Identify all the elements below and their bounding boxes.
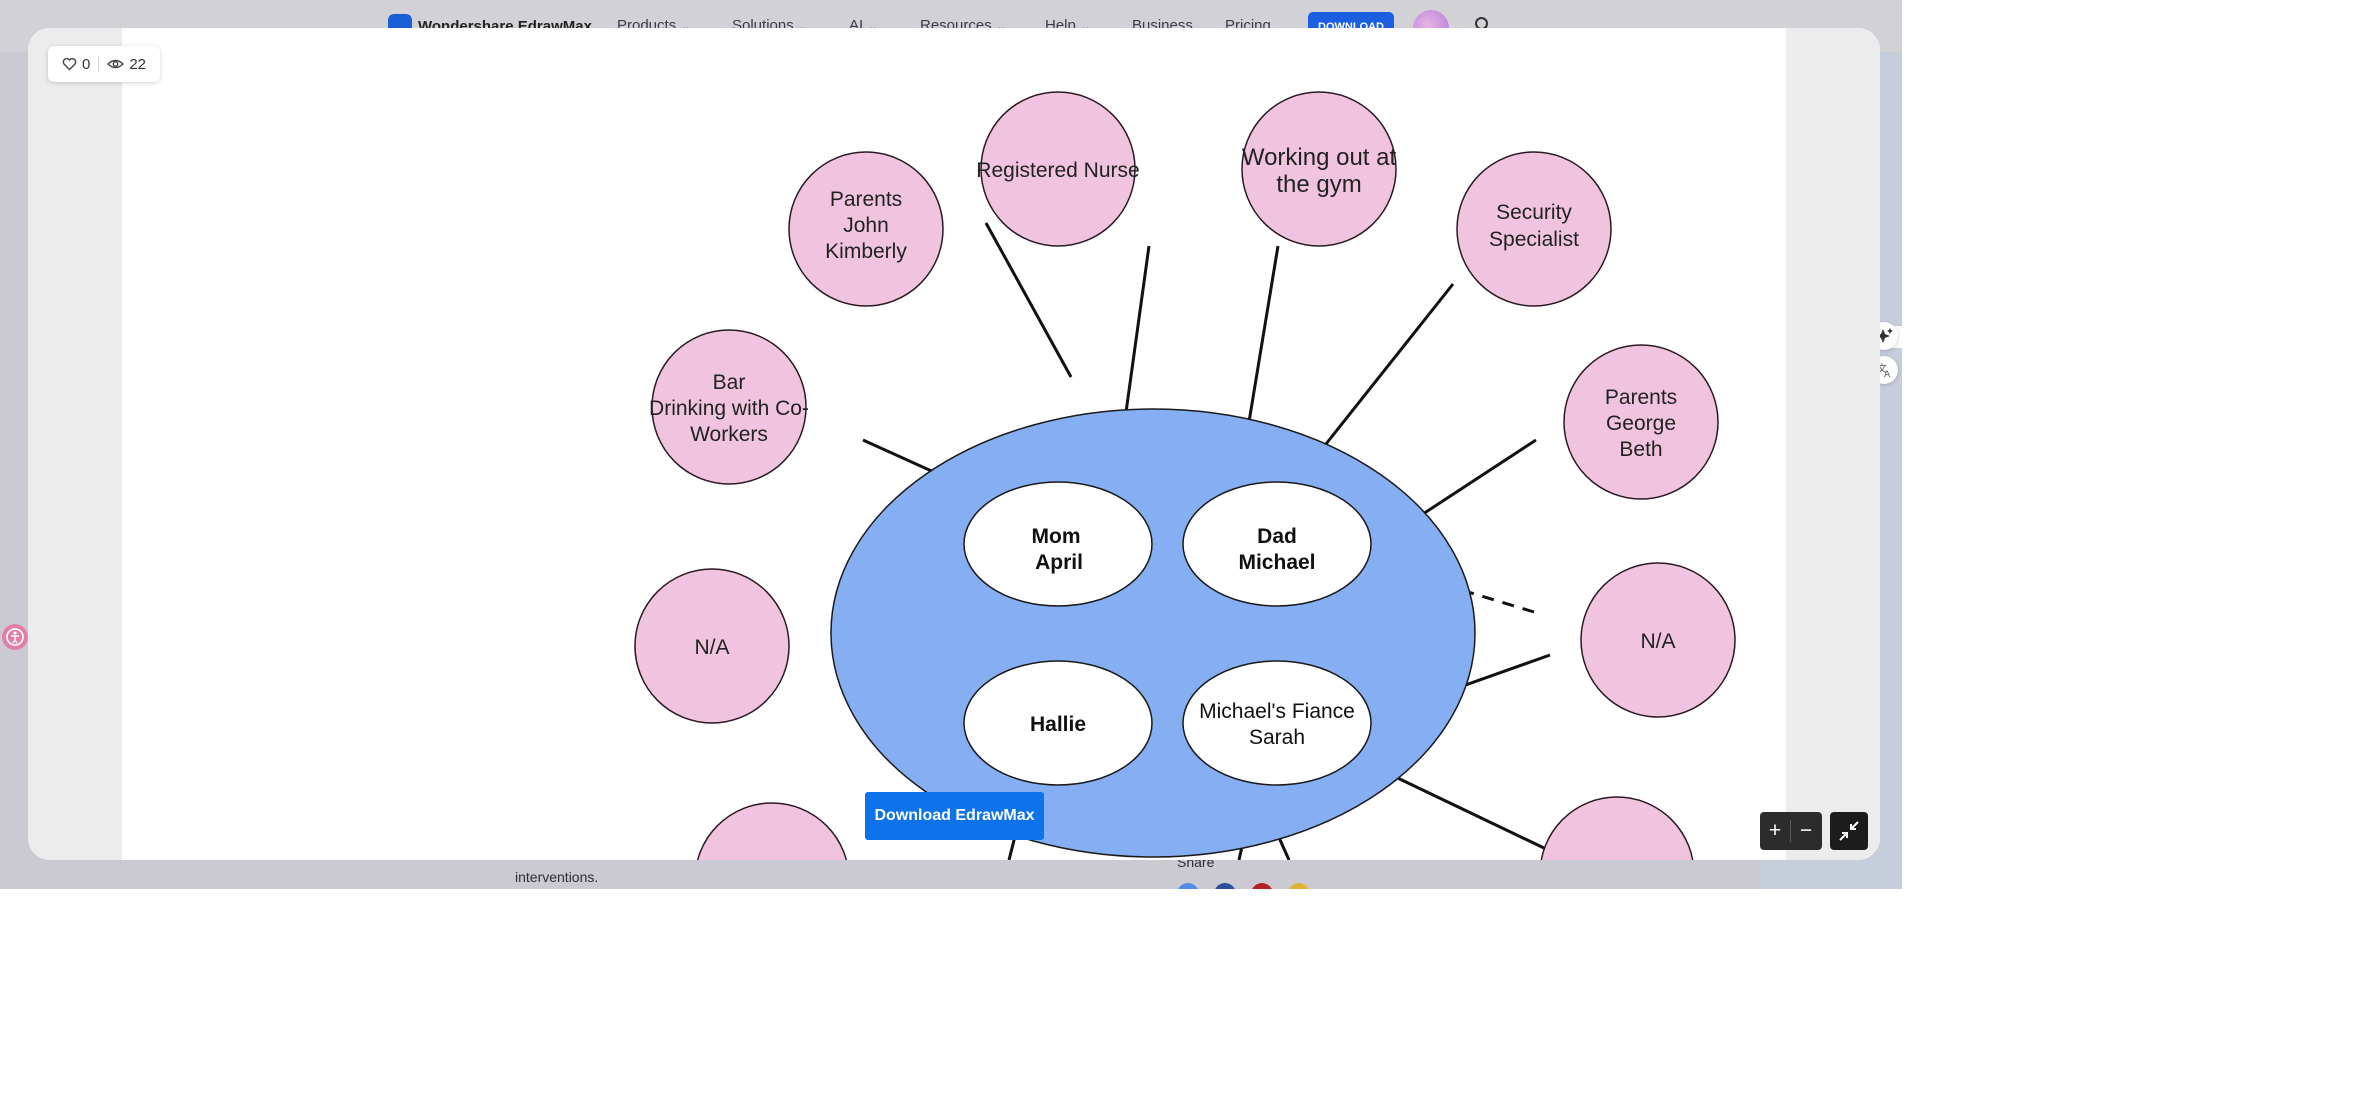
diagram-stats: 0 22: [48, 46, 161, 82]
mom-label: Mom: [1032, 525, 1081, 548]
chevron-down-icon: ⌄: [996, 21, 1006, 33]
bar-label-line3: Workers: [690, 423, 768, 446]
connector-line: [1121, 245, 1151, 435]
bar-label-line1: Bar: [713, 371, 746, 394]
bar-label-line2: Drinking with Co-: [649, 397, 809, 420]
canvas-gutter-right: [1786, 28, 1880, 860]
stats-divider: [98, 56, 100, 72]
na-left-label: N/A: [694, 636, 729, 659]
hallie-label: Hallie: [1030, 713, 1086, 736]
circle-registered-nurse[interactable]: [980, 91, 1136, 247]
facebook-share-icon[interactable]: [1214, 883, 1236, 889]
april-label: April: [1035, 551, 1083, 574]
michael-label: Michael: [1238, 551, 1315, 574]
circle-bar-coworkers[interactable]: [651, 329, 807, 485]
parents-john-label-line3: Kimberly: [825, 240, 907, 263]
zoom-controls: + −: [1760, 812, 1822, 850]
node-michaels-fiance-sarah[interactable]: [1182, 660, 1372, 786]
sarah-label: Sarah: [1249, 726, 1305, 749]
pinterest-share-icon[interactable]: [1251, 883, 1273, 889]
svg-text:A: A: [1884, 370, 1891, 380]
household-ellipse[interactable]: [830, 408, 1476, 858]
circle-bottom-left[interactable]: [695, 802, 849, 860]
na-right-label: N/A: [1640, 630, 1675, 653]
twitter-share-icon[interactable]: [1177, 883, 1199, 889]
circle-working-out-gym[interactable]: [1241, 91, 1397, 247]
fiance-label: Michael's Fiance: [1199, 700, 1355, 723]
chevron-down-icon: ⌄: [868, 21, 878, 33]
email-share-icon[interactable]: [1288, 883, 1310, 889]
circle-parents-george-beth[interactable]: [1563, 344, 1719, 500]
circle-security-specialist[interactable]: [1456, 151, 1612, 307]
circle-bottom-right[interactable]: [1540, 796, 1694, 860]
node-mom-april[interactable]: [963, 481, 1153, 607]
zoom-in-button[interactable]: +: [1768, 819, 1782, 842]
canvas-gutter-left: [28, 28, 122, 860]
security-label-line1: Security: [1496, 201, 1572, 224]
connector-line: [984, 222, 1073, 378]
likes-count: 0: [82, 55, 91, 73]
likes-stat[interactable]: 0: [62, 56, 90, 73]
parents-george-label-line3: Beth: [1619, 438, 1662, 461]
node-dad-michael[interactable]: [1182, 481, 1372, 607]
download-edrawmax-button[interactable]: Download EdrawMax: [865, 792, 1044, 840]
parents-john-label-line1: Parents: [830, 188, 902, 211]
heart-icon: [62, 57, 77, 71]
circle-parents-john-kimberly[interactable]: [788, 151, 944, 307]
chevron-down-icon: ⌄: [681, 21, 691, 33]
registered-nurse-label: Registered Nurse: [976, 159, 1139, 182]
gym-label-line1: Working out at: [1242, 144, 1397, 171]
circle-na-right[interactable]: [1580, 562, 1736, 718]
node-hallie[interactable]: [963, 660, 1153, 786]
gym-label-line2: the gym: [1276, 171, 1361, 198]
views-count: 22: [129, 55, 147, 73]
security-label-line2: Specialist: [1489, 228, 1579, 251]
parents-george-label-line1: Parents: [1605, 386, 1677, 409]
accessibility-icon[interactable]: [2, 624, 28, 650]
zoom-divider: [1790, 820, 1791, 842]
exit-fullscreen-icon[interactable]: [1830, 812, 1868, 850]
circle-na-left[interactable]: [634, 568, 790, 724]
zoom-out-button[interactable]: −: [1799, 819, 1813, 842]
parents-john-label-line2: John: [843, 214, 889, 237]
chevron-down-icon: ⌄: [1080, 21, 1091, 33]
connector-line: [1245, 245, 1280, 435]
diagram-viewer: Mom April Dad Michael Hallie Michael's F…: [28, 28, 1880, 860]
chevron-down-icon: ⌄: [798, 21, 808, 33]
dad-label: Dad: [1257, 525, 1297, 548]
ecomap-diagram[interactable]: Mom April Dad Michael Hallie Michael's F…: [122, 28, 1786, 860]
background-text-snippet: interventions.: [515, 869, 599, 885]
parents-george-label-line2: George: [1606, 412, 1676, 435]
svg-text:文: 文: [1877, 362, 1887, 375]
eye-icon: [107, 59, 125, 69]
views-stat: 22: [107, 56, 146, 73]
